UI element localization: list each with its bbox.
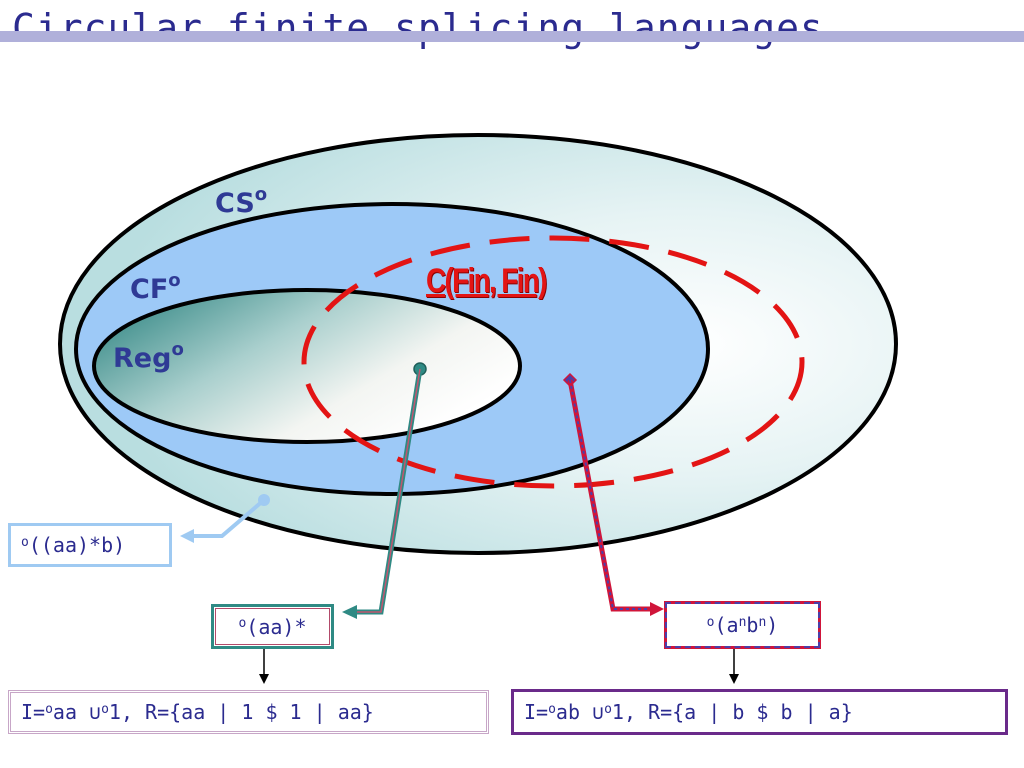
fin-down-arrow xyxy=(729,649,739,684)
page-title: Circular finite splicing languages xyxy=(12,6,824,50)
title-underline-bar xyxy=(0,31,1024,42)
cs-pointer xyxy=(180,494,270,543)
fin-dashed-ellipse xyxy=(301,235,805,489)
reg-example-box: o(aa)* xyxy=(211,604,334,649)
fin-pointer xyxy=(562,372,664,616)
cf-label: CFo xyxy=(130,270,181,305)
reg-label: Rego xyxy=(113,339,184,374)
cs-example-box: o((aa)*b) xyxy=(8,523,172,567)
cs-label: CSo xyxy=(215,184,268,219)
fin-label: C(Fin, Fin) xyxy=(426,262,547,300)
reg-pointer xyxy=(342,362,427,619)
reg-down-arrow xyxy=(259,649,269,684)
